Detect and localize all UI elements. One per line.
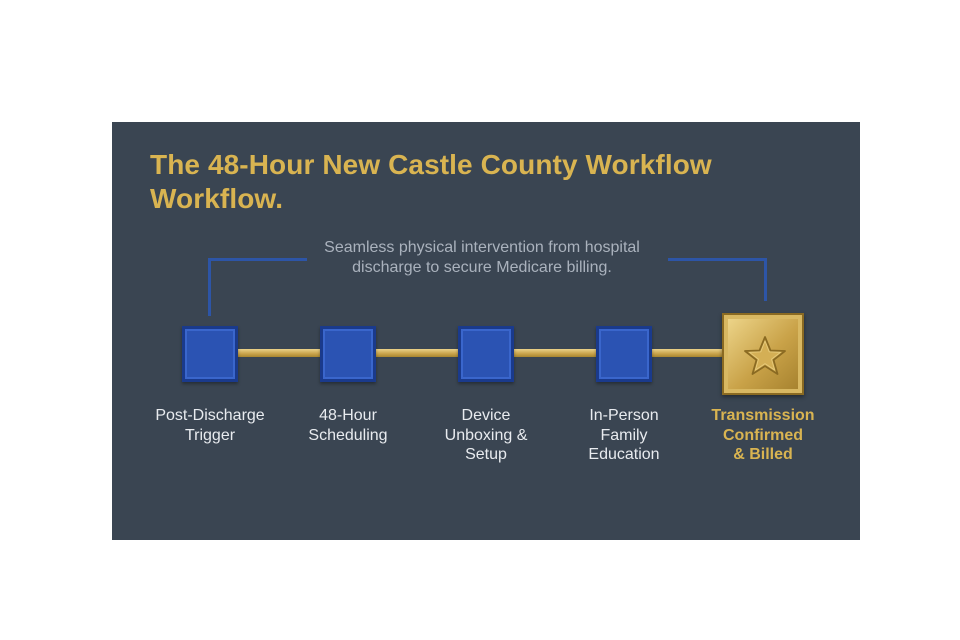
step-label-4-line-3: Education	[588, 446, 660, 463]
step-label-3-line-3: Setup	[465, 446, 507, 463]
step-label-2: 48-Hour Scheduling	[283, 406, 413, 445]
step-label-3-line-1: Device	[461, 407, 511, 424]
step-label-4: In-Person Family Education	[559, 406, 689, 465]
step-label-3: Device Unboxing & Setup	[421, 406, 551, 465]
step-label-1: Post-Discharge Trigger	[145, 406, 275, 445]
slide-subtitle: Seamless physical intervention from hosp…	[272, 238, 692, 278]
slide-subtitle-line-1: Seamless physical intervention from hosp…	[324, 239, 640, 256]
step-label-final: Transmission Confirmed & Billed	[698, 406, 828, 465]
step-label-final-line-3: & Billed	[733, 446, 793, 463]
step-label-final-line-1: Transmission	[711, 407, 815, 424]
step-label-2-line-1: 48-Hour	[319, 407, 377, 424]
star-icon	[744, 336, 786, 375]
step-node-final	[722, 313, 804, 395]
step-node-3	[458, 326, 514, 382]
step-node-4	[596, 326, 652, 382]
step-label-1-line-2: Trigger	[184, 426, 236, 444]
step-label-4-line-1: In-Person	[589, 407, 659, 424]
step-label-3-line-2: Unboxing &	[444, 426, 528, 444]
slide-title: The 48-Hour New Castle County Workflow W…	[150, 148, 830, 216]
step-node-2	[320, 326, 376, 382]
step-node-1	[182, 326, 238, 382]
bracket-right	[668, 258, 767, 301]
step-label-final-line-2: Confirmed	[723, 426, 803, 444]
slide-subtitle-line-2: discharge to secure Medicare billing.	[352, 259, 612, 276]
step-label-4-line-2: Family	[600, 426, 648, 444]
step-label-1-line-1: Post-Discharge	[155, 407, 265, 424]
bracket-left	[208, 258, 307, 316]
workflow-slide: The 48-Hour New Castle County Workflow W…	[112, 122, 860, 540]
slide-title-line-2: Workflow.	[150, 183, 284, 214]
step-label-2-line-2: Scheduling	[308, 426, 388, 444]
slide-title-line-1: The 48-Hour New Castle County Workflow	[150, 149, 712, 180]
